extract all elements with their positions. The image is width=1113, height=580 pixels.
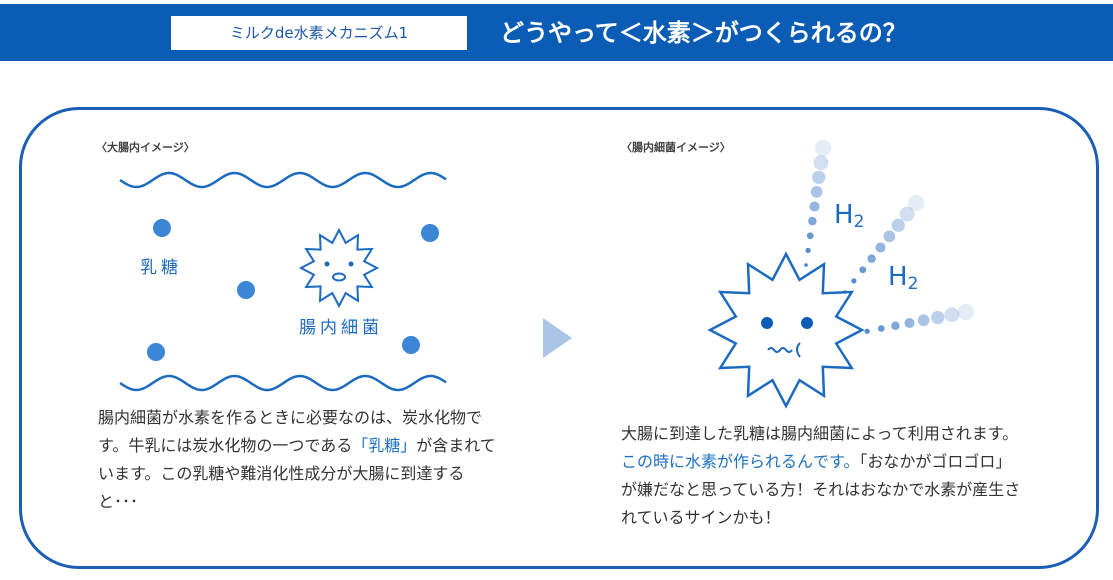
hydrogen-bubble [864,328,870,334]
content-panel [19,107,1099,569]
hydrogen-bubble [806,232,814,240]
hydrogen-bubble [812,170,826,184]
text: 「おなかがゴロゴロ」が嫌だなと思っている方！それはおなかで水素が産生されているサ… [621,452,1021,527]
left-caption: 〈大腸内イメージ〉 [96,141,195,154]
hydrogen-bubble [809,201,820,212]
sub: 2 [853,212,865,232]
right-caption: 〈腸内細菌イメージ〉 [621,141,731,154]
hydrogen-bubble [944,307,960,323]
page-title: どうやって＜水素＞がつくられるの？ [500,19,907,47]
hydrogen-bubble [867,254,876,263]
hydrogen-bubble [907,194,925,212]
hydrogen-bubble [899,206,915,222]
lactose-dot [421,224,439,242]
bacteria-small-icon [298,227,380,309]
hydrogen-bubble [813,155,829,171]
highlight-hydrogen: この時に水素が作られるんです。 [621,452,860,471]
hydrogen-bubble [804,263,808,267]
hydrogen-bubbles [804,139,975,336]
text: 腸内細菌が水素を作るときに必要なのは、炭水化物です。牛乳には炭水化物の一つである [98,408,483,455]
hydrogen-bubble [875,242,886,253]
label-lactose: 乳糖 [140,258,182,278]
intestine-wall-bottom [119,374,447,392]
eye-icon [324,261,330,267]
section-tag: ミルクde水素メカニズム1 [171,16,467,50]
hydrogen-bubble [851,278,857,284]
hydrogen-bubble [917,314,930,327]
hydrogen-bubble [891,218,905,232]
hydrogen-bubble [810,186,823,198]
header-bar: ミルクde水素メカニズム1 どうやって＜水素＞がつくられるの？ [0,4,1113,61]
label-bacteria: 腸内細菌 [299,318,383,338]
lactose-dot [237,281,255,299]
h: H [834,200,854,230]
text: が含まれています。この乳糖や難消化性成分が大腸に到達すると･･･ [98,436,496,511]
intestine-wall-top [119,171,447,189]
wavy-mouth-icon [767,342,801,358]
hydrogen-bubble [883,230,896,243]
sub: 2 [907,274,919,294]
h2-label: H2 [888,262,918,294]
hydrogen-bubble [814,139,832,157]
highlight-lactose: 「乳糖」 [352,436,417,455]
h2-label: H2 [834,200,864,232]
eye-icon [761,317,773,329]
hydrogen-bubble [877,325,885,332]
hydrogen-bubble [859,266,867,274]
eye-icon [801,317,813,329]
text: 大腸に到達した乳糖は腸内細菌によって利用されます。 [621,424,1019,443]
arrow-right-icon [543,318,572,358]
lactose-dot [147,343,165,361]
h: H [888,262,908,292]
hydrogen-bubble [904,317,915,329]
eye-icon [348,261,354,267]
hydrogen-bubble [891,321,900,330]
hydrogen-bubble [805,247,811,253]
left-description: 腸内細菌が水素を作るときに必要なのは、炭水化物です。牛乳には炭水化物の一つである… [98,404,498,516]
right-description: 大腸に到達した乳糖は腸内細菌によって利用されます。この時に水素が作られるんです。… [621,420,1026,532]
mouth-icon [332,272,346,282]
lactose-dot [153,219,171,237]
lactose-dot [402,336,420,354]
bacteria-large-icon [707,251,865,409]
hydrogen-bubble [957,303,975,321]
hydrogen-bubble [931,310,945,325]
hydrogen-bubble [808,216,817,226]
